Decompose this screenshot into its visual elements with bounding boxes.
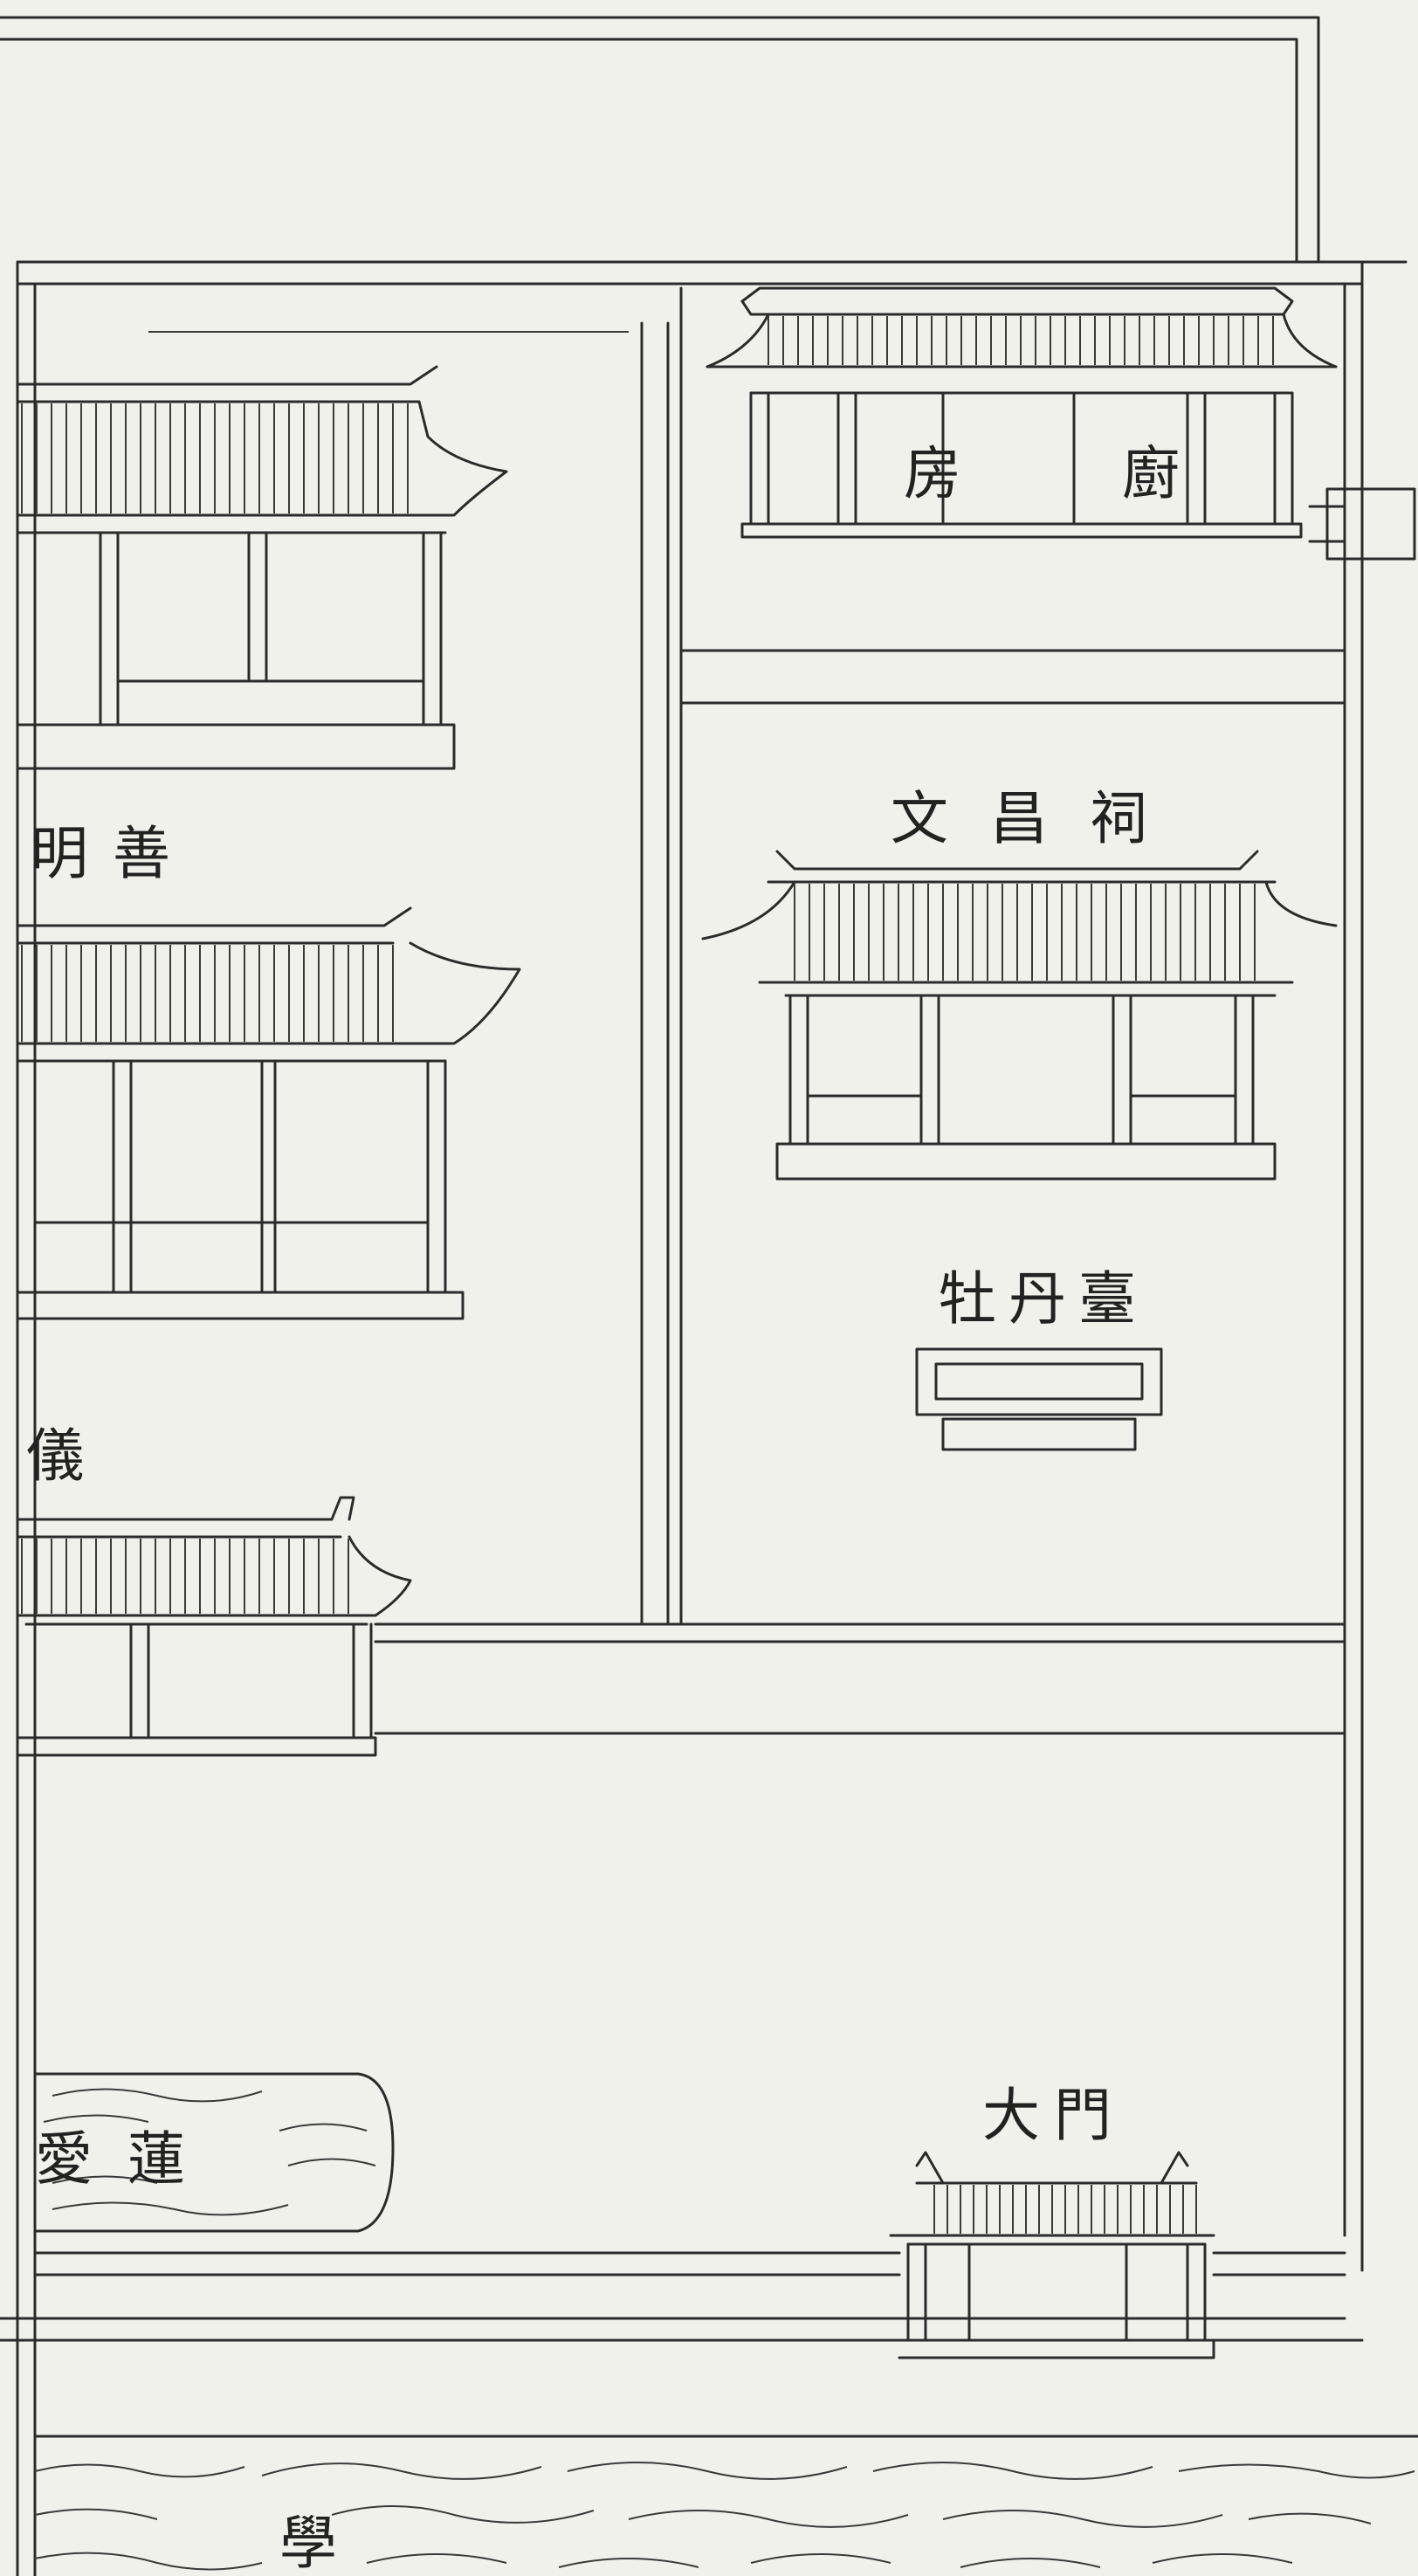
label-main-gate: 大門: [982, 2082, 1125, 2149]
kitchen-building: [706, 286, 1338, 539]
peony-terrace: [915, 1347, 1163, 1451]
inner-wall-horizontal: [33, 649, 1346, 2276]
label-yi: 儀: [26, 1422, 84, 1490]
ailian-pond: [33, 2072, 395, 2233]
label-kitchen-right: 廚: [1122, 440, 1180, 507]
label-kitchen-left: 房: [904, 440, 961, 507]
river: [33, 2435, 1418, 2571]
wenchang-temple-building: [701, 850, 1338, 1181]
label-peony-terrace: 牡丹臺: [939, 1265, 1148, 1333]
side-gate: [1308, 487, 1416, 561]
label-wenchang-temple: 文昌祠: [891, 785, 1189, 852]
building-top-left: [16, 365, 508, 770]
label-ailian: 愛蓮: [35, 2125, 220, 2193]
inner-wall-vertical: [148, 286, 683, 1626]
main-gate-building: [889, 2151, 1215, 2359]
mingshan-hall: [16, 906, 521, 1320]
label-mingshan: 明善: [31, 820, 195, 887]
label-xue: 學: [279, 2510, 337, 2576]
outer-wall: [0, 16, 1408, 2576]
yi-building: [16, 1496, 412, 1757]
